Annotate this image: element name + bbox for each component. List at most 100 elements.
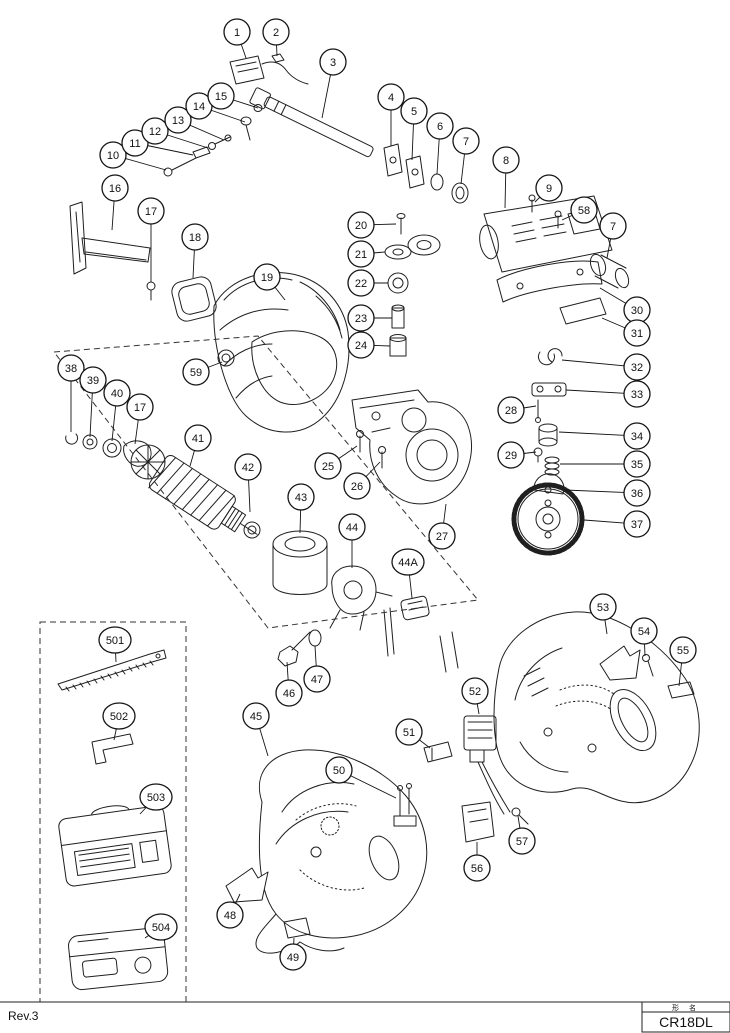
balloon-circle-32[interactable]: [623, 353, 651, 381]
balloon-circle-3[interactable]: [319, 48, 347, 76]
balloon-circle-33[interactable]: [623, 380, 651, 408]
part-balloon-3[interactable]: 3: [319, 48, 347, 76]
balloon-circle-55[interactable]: [669, 636, 697, 664]
part-balloon-501[interactable]: 501: [98, 626, 132, 654]
part-balloon-503[interactable]: 503: [139, 783, 173, 811]
part-balloon-31[interactable]: 31: [623, 319, 651, 347]
part-balloon-46[interactable]: 46: [275, 679, 303, 707]
part-balloon-7a[interactable]: 7: [452, 127, 480, 155]
balloon-circle-57[interactable]: [508, 827, 536, 855]
part-balloon-21[interactable]: 21: [347, 240, 375, 268]
part-balloon-41[interactable]: 41: [184, 424, 212, 452]
balloon-circle-52[interactable]: [461, 677, 489, 705]
balloon-circle-16[interactable]: [101, 174, 129, 202]
part-balloon-2[interactable]: 2: [262, 18, 290, 46]
balloon-circle-56[interactable]: [463, 854, 491, 882]
balloon-circle-5[interactable]: [400, 97, 428, 125]
part-balloon-43[interactable]: 43: [287, 483, 315, 511]
part-balloon-12[interactable]: 12: [141, 117, 169, 145]
part-balloon-23[interactable]: 23: [347, 304, 375, 332]
part-balloon-16[interactable]: 16: [101, 174, 129, 202]
balloon-circle-45[interactable]: [242, 702, 270, 730]
balloon-circle-9[interactable]: [535, 174, 563, 202]
balloon-circle-46[interactable]: [275, 679, 303, 707]
part-balloon-26[interactable]: 26: [343, 472, 371, 500]
part-balloon-502[interactable]: 502: [102, 702, 136, 730]
balloon-circle-17a[interactable]: [137, 197, 165, 225]
part-balloon-37[interactable]: 37: [623, 510, 651, 538]
part-balloon-29[interactable]: 29: [497, 441, 525, 469]
balloon-circle-54[interactable]: [630, 617, 658, 645]
part-balloon-28[interactable]: 28: [497, 396, 525, 424]
part-balloon-58[interactable]: 58: [570, 196, 598, 224]
part-balloon-22[interactable]: 22: [347, 269, 375, 297]
part-balloon-33[interactable]: 33: [623, 380, 651, 408]
part-balloon-59[interactable]: 59: [182, 358, 210, 386]
part-balloon-30[interactable]: 30: [623, 296, 651, 324]
balloon-circle-27[interactable]: [428, 522, 456, 550]
part-balloon-54[interactable]: 54: [630, 617, 658, 645]
balloon-circle-22[interactable]: [347, 269, 375, 297]
balloon-circle-6[interactable]: [426, 112, 454, 140]
part-balloon-20[interactable]: 20: [347, 211, 375, 239]
balloon-circle-10[interactable]: [99, 141, 127, 169]
balloon-circle-28[interactable]: [497, 396, 525, 424]
balloon-circle-504[interactable]: [144, 913, 178, 941]
part-balloon-48[interactable]: 48: [216, 901, 244, 929]
balloon-circle-50[interactable]: [325, 756, 353, 784]
balloon-circle-2[interactable]: [262, 18, 290, 46]
balloon-circle-39[interactable]: [79, 366, 107, 394]
balloon-circle-37[interactable]: [623, 510, 651, 538]
part-balloon-38[interactable]: 38: [57, 354, 85, 382]
balloon-circle-19[interactable]: [253, 263, 281, 291]
part-balloon-15[interactable]: 15: [207, 82, 235, 110]
part-balloon-51[interactable]: 51: [395, 718, 423, 746]
part-balloon-8[interactable]: 8: [492, 146, 520, 174]
balloon-circle-24[interactable]: [347, 331, 375, 359]
balloon-circle-503[interactable]: [139, 783, 173, 811]
balloon-circle-36[interactable]: [623, 479, 651, 507]
balloon-circle-42[interactable]: [234, 453, 262, 481]
balloon-circle-21[interactable]: [347, 240, 375, 268]
balloon-circle-502[interactable]: [102, 702, 136, 730]
part-balloon-52[interactable]: 52: [461, 677, 489, 705]
part-balloon-9[interactable]: 9: [535, 174, 563, 202]
balloon-circle-7b[interactable]: [599, 212, 627, 240]
part-balloon-45[interactable]: 45: [242, 702, 270, 730]
part-balloon-24[interactable]: 24: [347, 331, 375, 359]
balloon-circle-12[interactable]: [141, 117, 169, 145]
balloon-circle-8[interactable]: [492, 146, 520, 174]
part-balloon-7b[interactable]: 7: [599, 212, 627, 240]
balloon-circle-20[interactable]: [347, 211, 375, 239]
part-balloon-53[interactable]: 53: [589, 593, 617, 621]
part-balloon-5[interactable]: 5: [400, 97, 428, 125]
balloon-circle-47[interactable]: [303, 665, 331, 693]
balloon-circle-17b[interactable]: [126, 393, 154, 421]
balloon-circle-29[interactable]: [497, 441, 525, 469]
part-balloon-11[interactable]: 11: [121, 129, 149, 157]
balloon-circle-48[interactable]: [216, 901, 244, 929]
balloon-circle-51[interactable]: [395, 718, 423, 746]
balloon-circle-44[interactable]: [338, 513, 366, 541]
balloon-circle-4[interactable]: [377, 83, 405, 111]
part-balloon-27[interactable]: 27: [428, 522, 456, 550]
part-balloon-1[interactable]: 1: [223, 18, 251, 46]
balloon-circle-44A[interactable]: [391, 548, 425, 576]
part-balloon-13[interactable]: 13: [164, 106, 192, 134]
part-balloon-50[interactable]: 50: [325, 756, 353, 784]
balloon-circle-40[interactable]: [103, 379, 131, 407]
balloon-circle-1[interactable]: [223, 18, 251, 46]
balloon-circle-25[interactable]: [314, 452, 342, 480]
part-balloon-19[interactable]: 19: [253, 263, 281, 291]
part-balloon-40[interactable]: 40: [103, 379, 131, 407]
part-balloon-32[interactable]: 32: [623, 353, 651, 381]
part-balloon-47[interactable]: 47: [303, 665, 331, 693]
part-balloon-25[interactable]: 25: [314, 452, 342, 480]
balloon-circle-41[interactable]: [184, 424, 212, 452]
part-balloon-4[interactable]: 4: [377, 83, 405, 111]
part-balloon-36[interactable]: 36: [623, 479, 651, 507]
part-balloon-49[interactable]: 49: [279, 943, 307, 971]
balloon-circle-15[interactable]: [207, 82, 235, 110]
balloon-circle-53[interactable]: [589, 593, 617, 621]
part-balloon-18[interactable]: 18: [181, 223, 209, 251]
